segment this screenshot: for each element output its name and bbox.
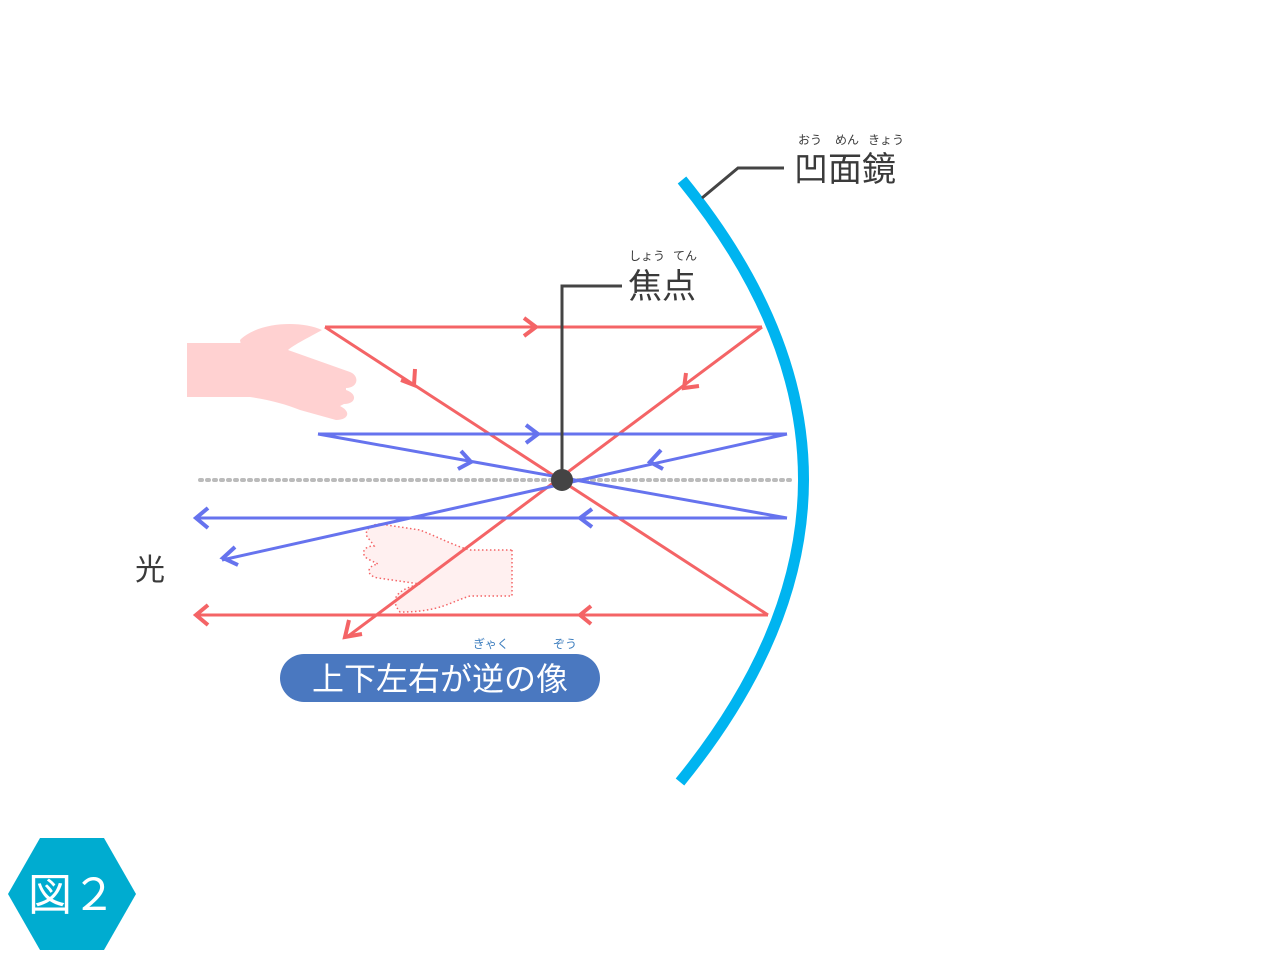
image-label: 上下左右が逆の像 [312, 660, 568, 698]
blue-arrowheads [192, 423, 664, 567]
mirror-label: 凹面鏡 [794, 150, 896, 190]
light-label: 光 [135, 553, 165, 588]
blue-arrow-6 [219, 545, 239, 567]
blue-arrow-3 [646, 448, 664, 471]
image-ruby-1: ぎゃく [473, 637, 509, 651]
image-badge-bg [280, 654, 600, 702]
blue-arrow-2 [457, 449, 475, 471]
focus-ruby-1: しょう [629, 249, 665, 263]
hand-icon [187, 324, 357, 420]
red-rays [196, 325, 769, 639]
figure-label: 図２ [28, 870, 116, 921]
concave-mirror [675, 176, 809, 786]
blue-rays [196, 432, 788, 562]
red-arrow-6 [342, 619, 363, 640]
mirror-ruby-3: きょう [868, 133, 904, 147]
mirror-leader-line [701, 166, 784, 200]
figure-badge-hexagon [8, 838, 136, 950]
focus-leader-line [560, 284, 622, 480]
focal-point-dot [551, 469, 573, 491]
blue-arrow-1 [524, 423, 542, 445]
red-arrow-5 [192, 603, 210, 627]
mirror-label-group: おう めん きょう 凹面鏡 [794, 133, 904, 190]
red-ray-through-focus-1 [324, 325, 769, 617]
red-arrow-3 [681, 372, 700, 391]
focus-label-group: しょう てん 焦点 [628, 249, 697, 307]
figure-badge: 図２ [8, 838, 136, 950]
blue-ray-reflected-through-focus [221, 432, 788, 562]
focus-ruby-2: てん [673, 249, 697, 263]
mirror-ruby-1: おう [798, 133, 822, 147]
blue-arrow-4 [576, 507, 594, 529]
red-arrowheads [192, 316, 700, 640]
red-arrow-1 [522, 316, 540, 338]
blue-arrow-5 [192, 506, 210, 530]
mirror-ruby-2: めん [835, 133, 859, 147]
red-arrow-2 [400, 368, 417, 388]
focus-label: 焦点 [628, 267, 696, 307]
image-badge: ぎゃく ぞう 上下左右が逆の像 [280, 637, 600, 702]
red-arrow-4 [576, 604, 593, 626]
image-ruby-2: ぞう [553, 637, 577, 651]
